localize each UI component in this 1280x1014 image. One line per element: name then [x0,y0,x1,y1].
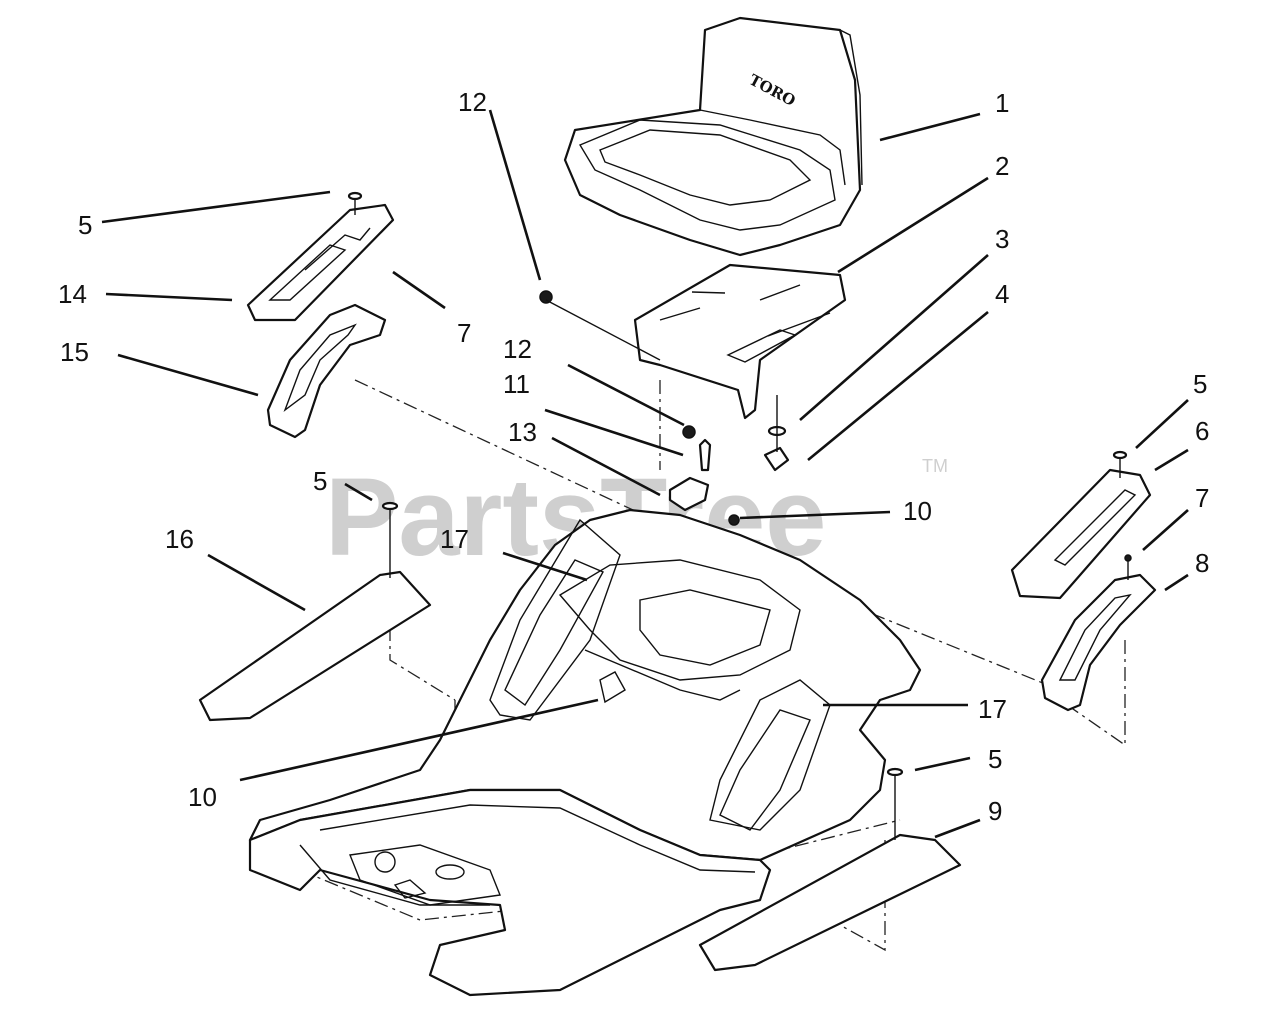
callout-11: 11 [503,369,530,399]
callout-5-left: 5 [78,210,92,240]
callout-15: 15 [60,337,89,367]
hardware [539,290,790,526]
callout-5-right: 5 [1193,369,1207,399]
callout-17-right: 17 [978,694,1007,724]
seat-pan [633,263,847,420]
left-shift-plate [246,191,395,322]
fender-deck [248,508,922,997]
callout-14: 14 [58,279,87,309]
callout-8: 8 [1195,548,1209,578]
callout-10-left: 10 [188,782,217,812]
leader-lines [101,109,1189,839]
left-shift-guide [266,303,387,439]
right-shift-guide [1040,554,1157,712]
callout-10-right: 10 [903,496,932,526]
callout-17-left: 17 [440,524,469,554]
callout-12-middle: 12 [503,334,532,364]
callout-5-middle: 5 [313,466,327,496]
left-footrest [198,501,432,722]
callout-6: 6 [1195,416,1209,446]
callout-2: 2 [995,151,1009,181]
callout-3: 3 [995,224,1009,254]
callout-1: 1 [995,88,1009,118]
callout-12-top: 12 [458,87,487,117]
right-footrest [698,767,962,972]
callout-5-bottom: 5 [988,744,1002,774]
callout-7-right: 7 [1195,483,1209,513]
callout-13: 13 [508,417,537,447]
watermark-tm: TM [922,456,948,476]
callout-labels: 1 2 3 4 5 5 5 5 6 7 7 8 9 10 10 11 12 12… [58,87,1209,826]
seat: TORO [563,16,863,257]
callout-4: 4 [995,279,1009,309]
right-shift-plate [1010,450,1152,600]
callout-16: 16 [165,524,194,554]
callout-7-left: 7 [457,318,471,348]
callout-9: 9 [988,796,1002,826]
